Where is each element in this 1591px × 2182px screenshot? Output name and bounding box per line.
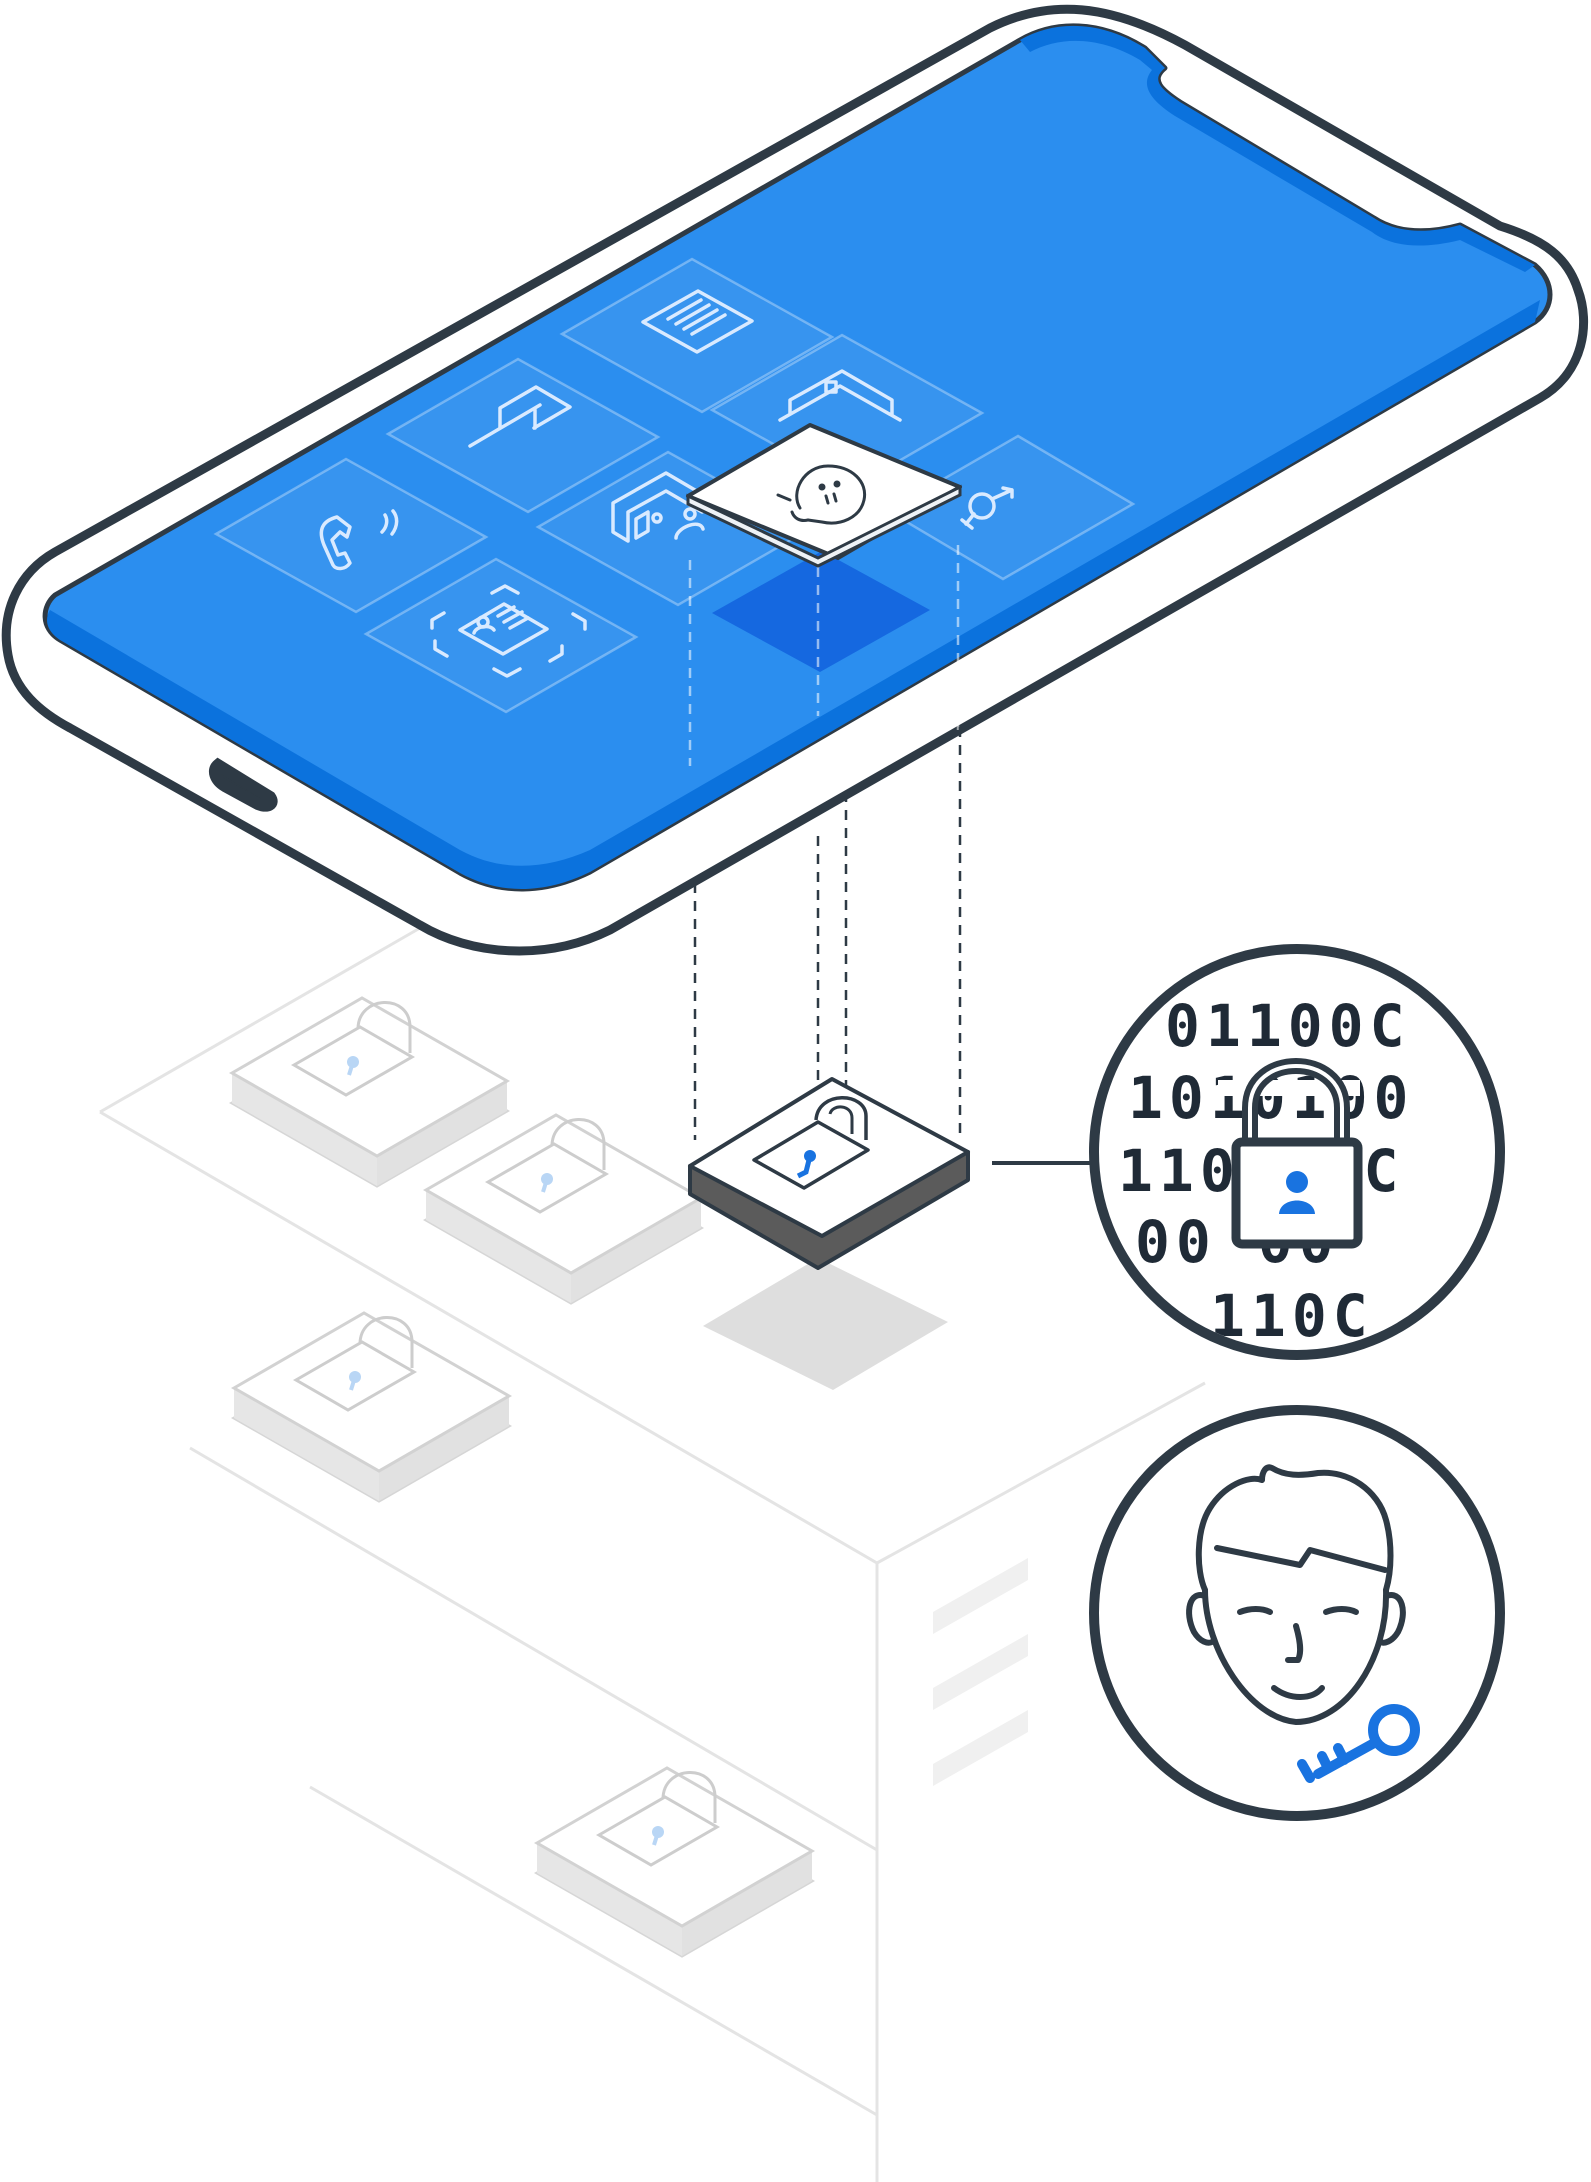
stored-lock-2 [424, 1113, 703, 1305]
identity-badge [1089, 1405, 1505, 1821]
speaker-grille [208, 757, 278, 812]
document-icon [641, 289, 754, 354]
phone-call-icon [319, 509, 399, 571]
id-scan-icon [430, 584, 587, 678]
lock-slot-shadow [703, 1258, 948, 1390]
tile-id-scan[interactable] [363, 557, 639, 714]
stored-lock-1 [230, 996, 509, 1188]
padlock-binary-icon [1231, 1058, 1363, 1249]
key-icon [1297, 1704, 1420, 1783]
active-tile-shadow [712, 551, 930, 672]
active-face-tile[interactable] [686, 423, 962, 568]
tile-gender[interactable] [885, 434, 1136, 581]
tile-flag[interactable] [385, 357, 661, 514]
face-chat-icon [776, 464, 867, 525]
binary-row: 01100C [1165, 992, 1411, 1060]
tile-icons [319, 289, 1014, 678]
stored-lock-4 [535, 1766, 814, 1958]
flag-icon [468, 385, 572, 448]
building-icon [778, 369, 902, 422]
server-vents [933, 1558, 1028, 1786]
user-lock-icon [796, 1150, 816, 1179]
app-tiles [213, 257, 1136, 714]
stored-lock-3 [232, 1311, 511, 1503]
secure-lock-block [688, 1077, 970, 1270]
tile-phone-call[interactable] [213, 457, 489, 614]
gender-icon [960, 486, 1014, 530]
binary-row: 110C [1210, 1282, 1374, 1350]
face-key-icon [1186, 1464, 1406, 1725]
tile-document[interactable] [559, 257, 835, 414]
server-rack [99, 903, 1206, 2182]
